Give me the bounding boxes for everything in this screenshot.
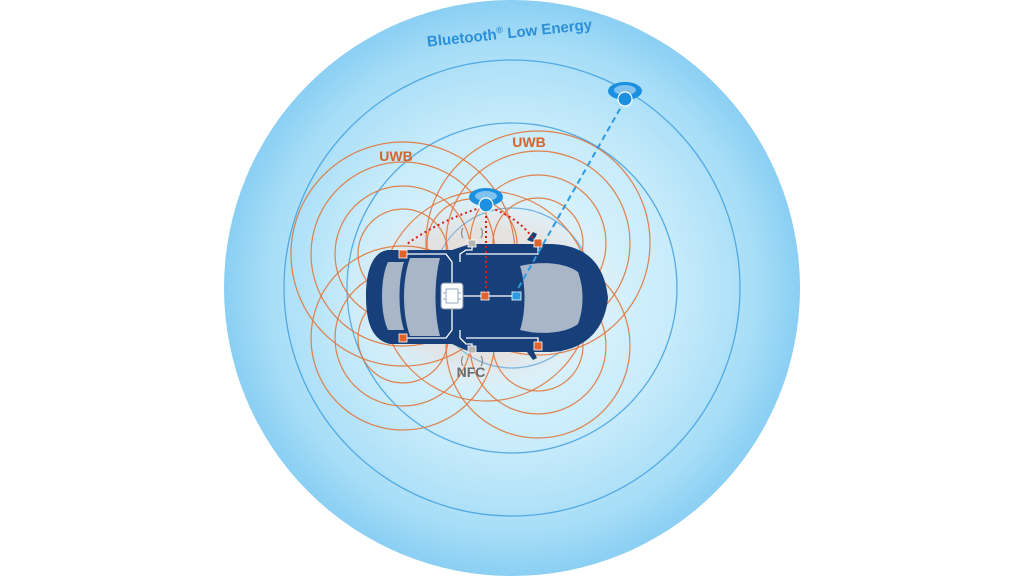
car-front-windscreen [520,263,583,333]
ble-ring-outer [283,59,741,517]
central-module-chip [443,288,461,304]
nfc-label: NFC [457,364,486,380]
ble-anchor [511,291,522,301]
car-mirror-right [527,350,537,360]
phone-near-user [478,197,494,213]
uwb-label-left: UWB [379,148,412,164]
uwb-label-right: UWB [512,134,545,150]
uwb-anchor-front-left [398,249,408,259]
uwb-ring [425,130,651,356]
uwb-anchor-center [480,291,490,301]
nfc-reader-top [467,239,477,248]
central-module-icon [440,282,464,310]
phone-far-user [617,91,633,107]
phone-far-screen [614,85,636,95]
phone-far-body [608,82,642,100]
phone-near-body [469,188,503,206]
user-phone-icon [608,82,642,107]
nfc-reader-bottom [467,345,477,354]
phone-near-screen [475,191,497,201]
car-rear-glass [404,258,440,336]
ble-link [515,99,626,293]
car-rear-window [382,262,404,330]
uwb-anchor-rear-right [533,341,543,351]
uwb-anchor-front-right [533,238,543,248]
car [366,232,608,360]
nfc-waves [460,227,484,367]
user-phone-icon [469,188,503,213]
uwb-anchor-rear-left [398,333,408,343]
